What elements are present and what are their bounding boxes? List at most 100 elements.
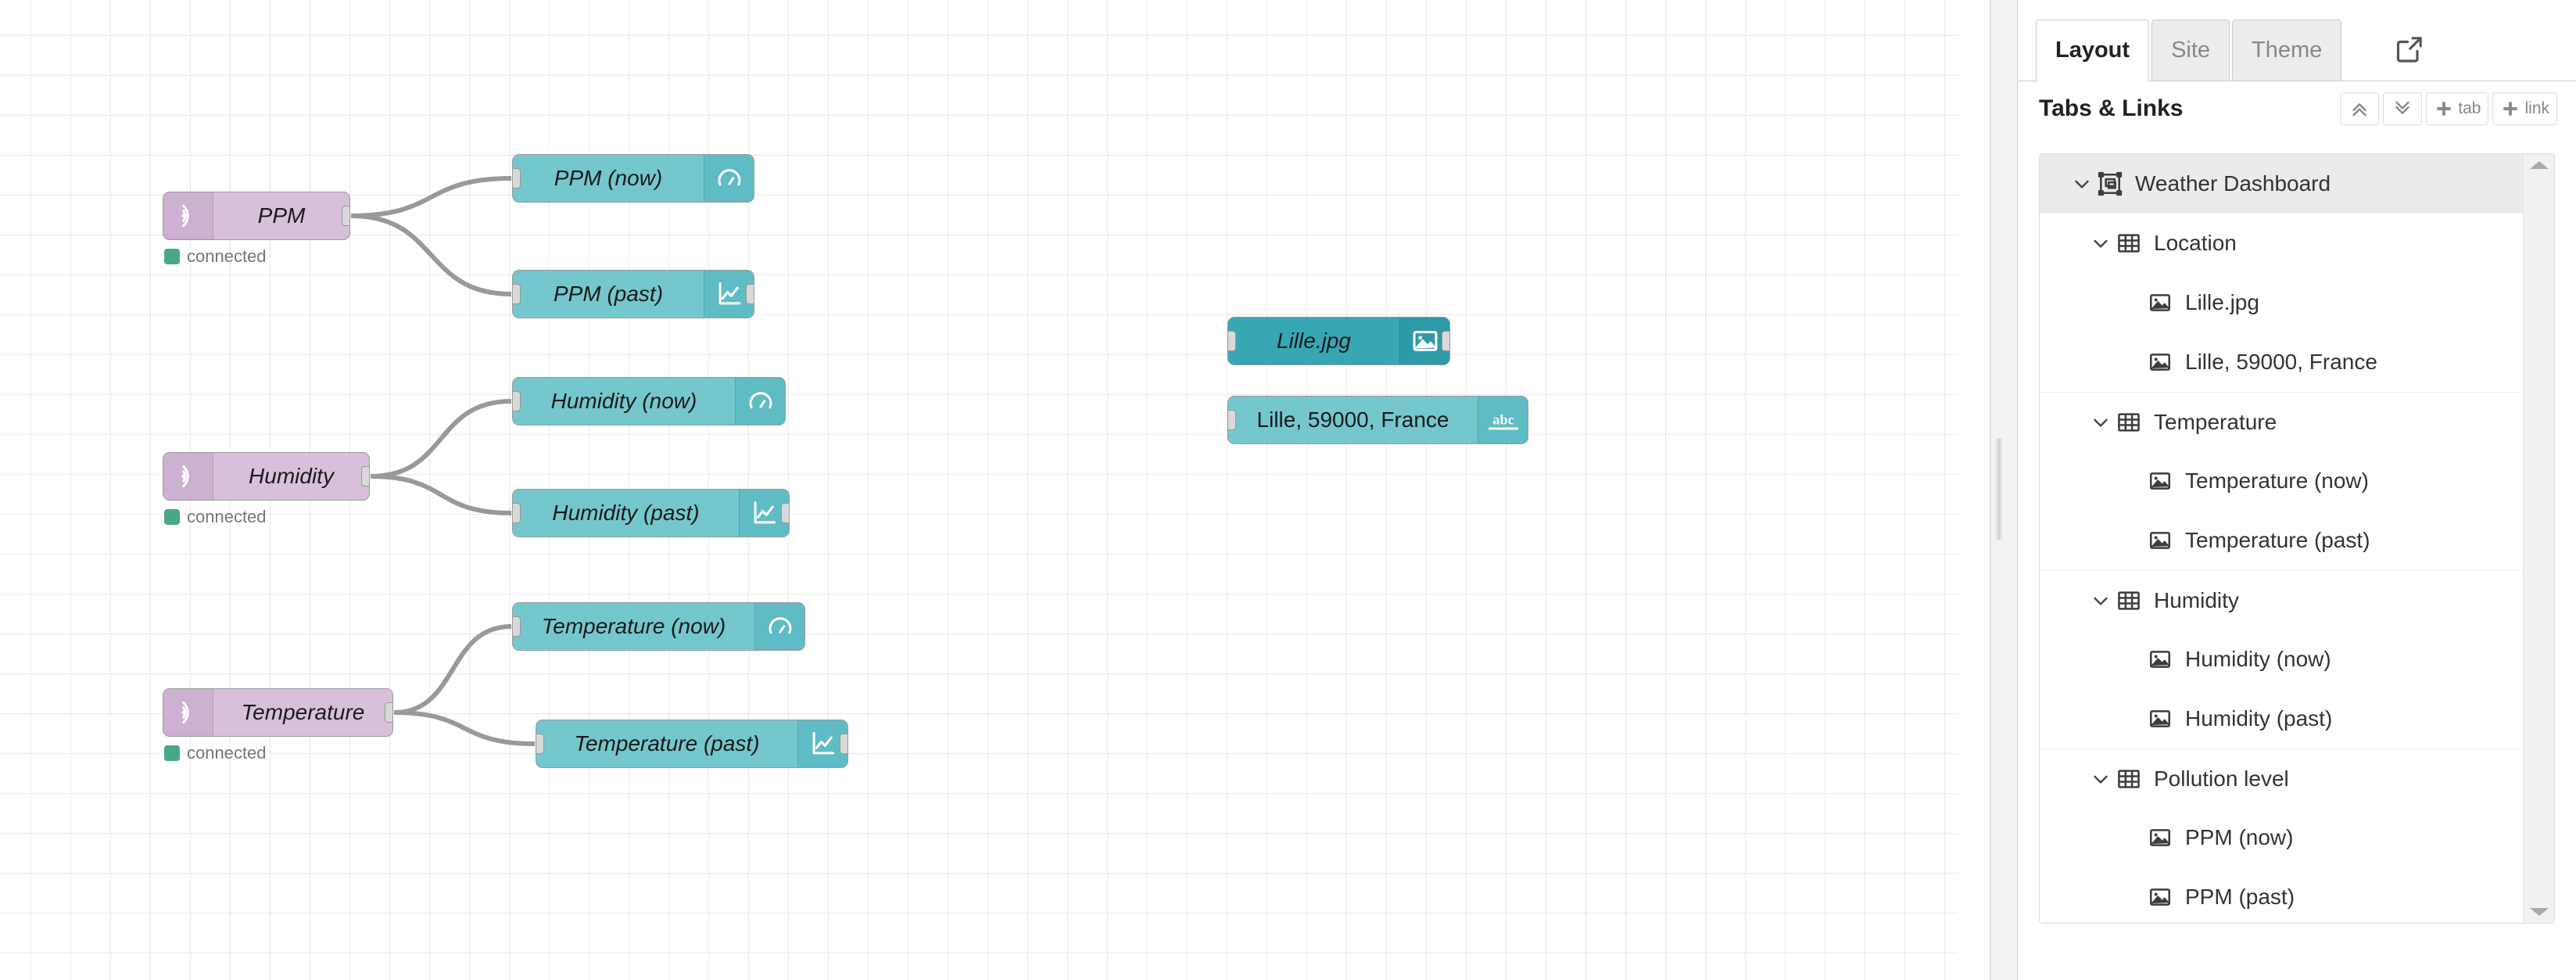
tree-item-ppm-past[interactable]: PPM (past): [2040, 867, 2523, 923]
node-input-port[interactable]: [513, 616, 521, 637]
flow-node-mqtt-ppm[interactable]: PPM: [163, 192, 350, 240]
chevron-down-icon[interactable]: [2087, 229, 2115, 257]
status-text: connected: [187, 246, 267, 266]
tree-spacer: [2118, 705, 2146, 733]
flow-node-mqtt-humidity[interactable]: Humidity: [163, 452, 370, 501]
tab-label: Site: [2171, 38, 2211, 63]
tree-item-temperature-now[interactable]: Temperature (now): [2040, 451, 2523, 511]
tree-item-label: Temperature (past): [2185, 528, 2370, 552]
tree-item-humidity-now[interactable]: Humidity (now): [2040, 630, 2523, 689]
node-input-port[interactable]: [513, 284, 521, 304]
tree-spacer: [2118, 883, 2146, 911]
flow-wire[interactable]: [350, 176, 512, 218]
chevron-down-icon[interactable]: [2087, 765, 2115, 793]
flow-node-label: Lille, 59000, France: [1256, 407, 1449, 432]
node-output-port[interactable]: [342, 206, 349, 226]
chart-line-icon: [704, 271, 754, 318]
tree-item-humidity[interactable]: Humidity: [2040, 570, 2523, 630]
flow-wire[interactable]: [393, 710, 536, 746]
flow-node-temperature-now[interactable]: Temperature (now): [512, 602, 805, 651]
tree-spacer: [2118, 348, 2146, 376]
add-link-button[interactable]: link: [2492, 92, 2557, 125]
flow-node-ppm-past[interactable]: PPM (past): [512, 270, 754, 318]
tree-item-lille-jpg[interactable]: Lille.jpg: [2040, 273, 2523, 332]
node-input-port[interactable]: [1228, 331, 1236, 351]
tree-scroll-up-arrow-icon[interactable]: [2529, 161, 2549, 169]
flow-node-label: Temperature (past): [574, 731, 760, 756]
add-tab-button[interactable]: tab: [2426, 92, 2489, 125]
collapse-all-button[interactable]: [2340, 92, 2380, 125]
tree-item-location[interactable]: Location: [2040, 214, 2523, 273]
panel-divider-grip[interactable]: [1994, 438, 2003, 540]
tab-label: Theme: [2252, 38, 2323, 63]
flow-wire[interactable]: [370, 474, 512, 515]
flow-canvas[interactable]: PPM connected PPM (now) PPM (past) Humidity c…: [0, 0, 1958, 980]
node-output-port[interactable]: [840, 734, 847, 754]
flow-node-humidity-past[interactable]: Humidity (past): [512, 489, 790, 537]
tree-item-temperature-past[interactable]: Temperature (past): [2040, 511, 2523, 570]
tab-theme[interactable]: Theme: [2232, 20, 2342, 81]
tree-item-pollution-level[interactable]: Pollution level: [2040, 748, 2523, 808]
tree-item-humidity-past[interactable]: Humidity (past): [2040, 689, 2523, 748]
sidebar-tabbar: Layout Site Theme: [2019, 0, 2576, 81]
flow-node-label: PPM: [257, 203, 306, 228]
tree-item-lille-59000-france[interactable]: Lille, 59000, France: [2040, 332, 2523, 392]
button-label: link: [2524, 99, 2549, 117]
chevron-down-icon[interactable]: [2087, 408, 2115, 436]
tree-scroll-down-arrow-icon[interactable]: [2529, 908, 2549, 916]
tree-spacer: [2118, 645, 2146, 673]
flow-node-temperature-past[interactable]: Temperature (past): [536, 720, 848, 768]
node-status: connected: [164, 743, 267, 763]
tree-item-label: Pollution level: [2154, 766, 2289, 791]
tree-item-label: Temperature: [2154, 409, 2277, 434]
chart-line-icon: [797, 720, 847, 767]
tree-spacer: [2118, 526, 2146, 555]
node-output-port[interactable]: [746, 284, 754, 304]
flow-node-label: Humidity (now): [550, 389, 697, 413]
node-input-port[interactable]: [1228, 410, 1236, 430]
flow-wire[interactable]: [350, 214, 512, 296]
tree-spacer: [2118, 289, 2146, 317]
tab-label: Layout: [2055, 38, 2130, 63]
image-icon: [2146, 526, 2174, 555]
image-icon: [2146, 467, 2174, 495]
node-input-port[interactable]: [513, 168, 521, 188]
mqtt-signal-icon: [163, 689, 213, 736]
tree-item-temperature[interactable]: Temperature: [2040, 392, 2523, 451]
flow-wire[interactable]: [370, 399, 512, 479]
tab-site[interactable]: Site: [2151, 20, 2230, 81]
image-icon: [2146, 705, 2174, 733]
flow-node-ppm-now[interactable]: PPM (now): [512, 154, 754, 203]
flow-node-humidity-now[interactable]: Humidity (now): [512, 377, 786, 425]
node-input-port[interactable]: [513, 391, 521, 411]
flow-wire[interactable]: [393, 624, 512, 715]
chevron-down-icon[interactable]: [2087, 587, 2115, 615]
chevron-down-icon[interactable]: [2068, 170, 2096, 198]
chevron-double-down-icon: [2391, 97, 2414, 120]
node-output-port[interactable]: [385, 702, 392, 723]
expand-all-button[interactable]: [2383, 92, 2423, 125]
node-input-port[interactable]: [513, 503, 521, 523]
flow-node-lille-jpg[interactable]: Lille.jpg: [1227, 317, 1450, 365]
image-icon: [2146, 348, 2174, 376]
external-link-icon[interactable]: [2392, 32, 2427, 66]
node-input-port[interactable]: [536, 734, 544, 754]
chevron-double-up-icon: [2348, 97, 2371, 120]
node-output-port[interactable]: [781, 503, 789, 523]
tab-layout[interactable]: Layout: [2036, 20, 2150, 81]
tree-item-weather-dashboard[interactable]: Weather Dashboard: [2040, 154, 2523, 214]
node-output-port[interactable]: [361, 466, 369, 486]
status-dot-icon: [164, 249, 180, 264]
gauge-icon: [735, 378, 785, 425]
tree-item-label: PPM (past): [2185, 885, 2295, 909]
flow-node-mqtt-temperature[interactable]: Temperature: [163, 688, 393, 737]
flow-node-label: Lille.jpg: [1277, 328, 1351, 353]
node-output-port[interactable]: [1442, 331, 1449, 351]
tree-item-ppm-now[interactable]: PPM (now): [2040, 808, 2523, 867]
tree-vertical-scrollbar[interactable]: [2523, 154, 2554, 923]
status-dot-icon: [164, 745, 180, 761]
